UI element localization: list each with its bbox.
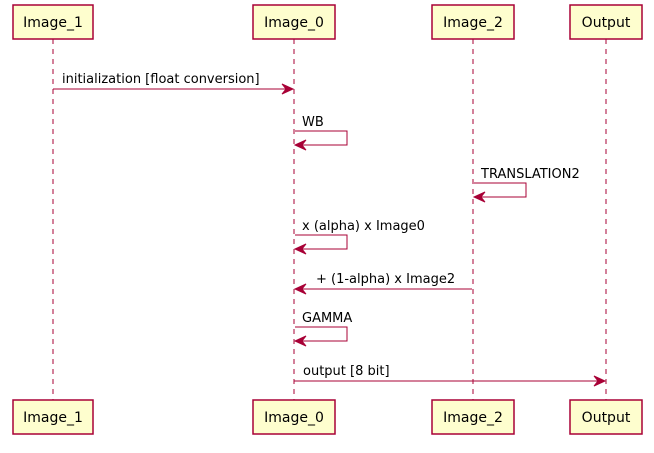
participant-label: Image_1	[23, 15, 83, 31]
participant-label: Image_2	[443, 15, 503, 31]
participant-box	[12, 4, 94, 40]
message-3: x (alpha) x Image0	[293, 219, 425, 255]
participant-box	[12, 399, 94, 435]
message-label: x (alpha) x Image0	[302, 219, 425, 234]
arrowhead	[593, 375, 607, 387]
message-4: + (1-alpha) x Image2	[293, 272, 472, 295]
participant-label: Output	[582, 15, 631, 31]
participant-image1-top: Image_1	[12, 4, 94, 40]
self-message-arrow	[474, 182, 527, 198]
arrowhead	[293, 139, 307, 151]
message-1: WB	[293, 115, 348, 151]
participant-output-bottom: Output	[569, 399, 643, 435]
arrowhead	[293, 243, 307, 255]
message-6: output [8 bit]	[294, 364, 607, 387]
participant-image2-top: Image_2	[431, 4, 515, 40]
participant-label: Image_0	[264, 15, 324, 31]
message-label: output [8 bit]	[303, 364, 390, 379]
participant-box	[569, 399, 643, 435]
message-label: GAMMA	[302, 311, 352, 326]
participant-image2-bottom: Image_2	[431, 399, 515, 435]
participant-image1-bottom: Image_1	[12, 399, 94, 435]
arrowhead	[472, 191, 486, 203]
participant-output-top: Output	[569, 4, 643, 40]
participant-box	[252, 4, 336, 40]
participant-box	[431, 4, 515, 40]
participant-box	[252, 399, 336, 435]
participant-image0-top: Image_0	[252, 4, 336, 40]
participant-label: Image_2	[443, 410, 503, 426]
arrowhead	[281, 83, 295, 95]
participant-label: Output	[582, 410, 631, 426]
arrowhead	[293, 335, 307, 347]
message-label: initialization [float conversion]	[62, 72, 260, 87]
message-label: WB	[302, 115, 324, 130]
message-2: TRANSLATION2	[472, 167, 580, 203]
self-message-arrow	[295, 326, 348, 342]
arrowhead	[293, 283, 307, 295]
message-label: + (1-alpha) x Image2	[316, 272, 455, 287]
participant-label: Image_0	[264, 410, 324, 426]
message-label: TRANSLATION2	[480, 167, 580, 182]
message-5: GAMMA	[293, 311, 352, 347]
participant-box	[569, 4, 643, 40]
participant-label: Image_1	[23, 410, 83, 426]
self-message-arrow	[295, 234, 348, 250]
self-message-arrow	[295, 130, 348, 146]
participant-box	[431, 399, 515, 435]
message-0: initialization [float conversion]	[53, 72, 295, 95]
participant-image0-bottom: Image_0	[252, 399, 336, 435]
